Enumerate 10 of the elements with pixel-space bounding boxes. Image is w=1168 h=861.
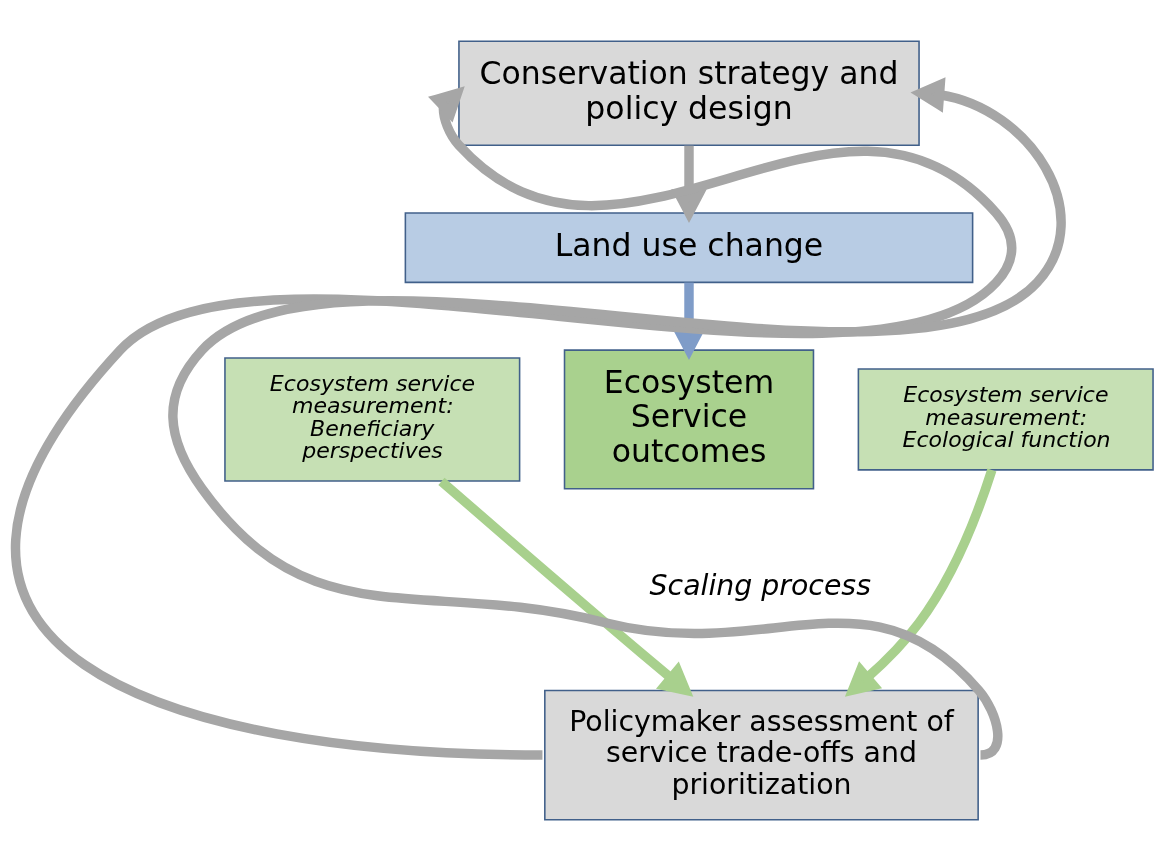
node-box: Policymaker assessment of service trade-offs and prioritization: [544, 689, 979, 821]
node-box: Ecosystem service measurement: Ecological function: [857, 368, 1154, 471]
arrow: [844, 468, 997, 697]
arrow: [438, 477, 694, 697]
node-box: Land use change: [404, 212, 974, 284]
label: Scaling process: [649, 569, 871, 602]
node-box: Ecosystem Service outcomes: [563, 349, 815, 490]
node-box: Conservation strategy and policy design: [458, 40, 920, 147]
arrow: [11, 86, 1016, 760]
node-box: Ecosystem service measurement: Beneficiary perspectives: [224, 357, 521, 482]
